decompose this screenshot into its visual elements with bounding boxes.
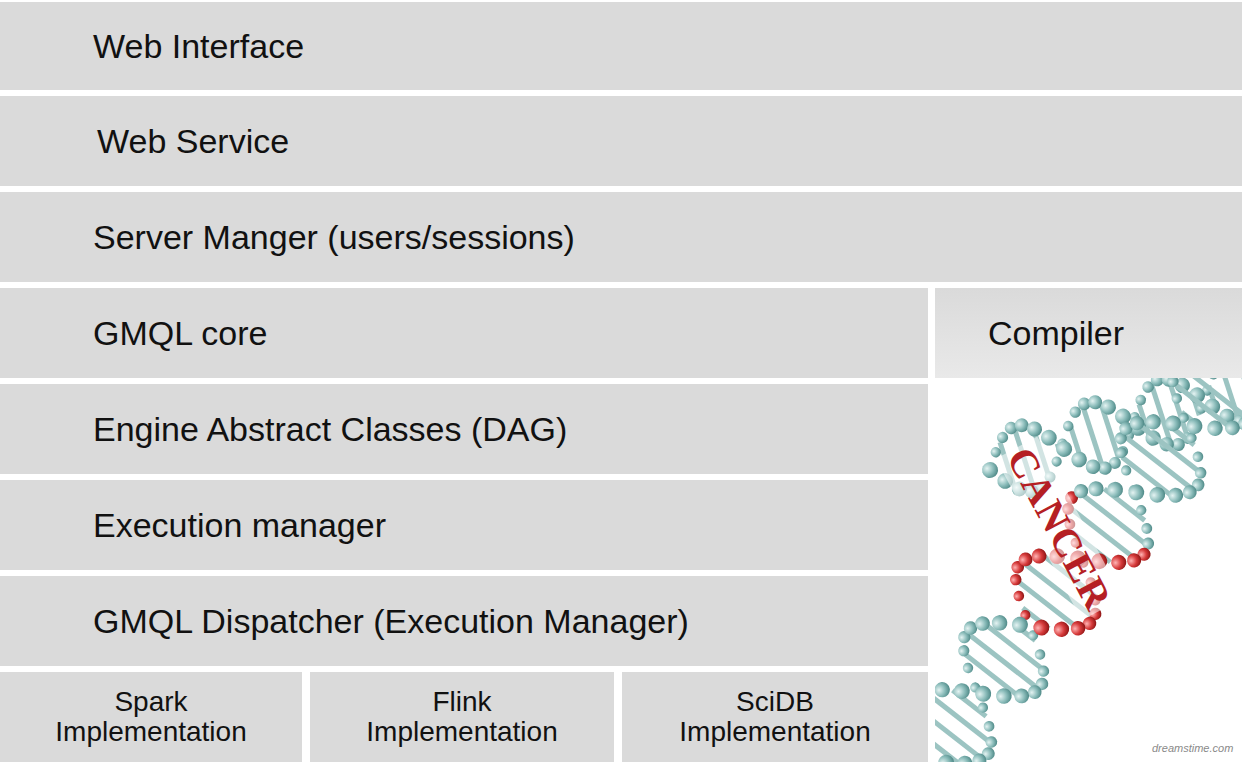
helix-bead	[1008, 572, 1024, 588]
helix-bead	[956, 643, 972, 659]
helix-bead	[1193, 465, 1209, 481]
helix-bead	[1207, 378, 1221, 381]
helix-bead	[1071, 481, 1091, 501]
helix-bead	[935, 751, 957, 762]
helix-bead	[1009, 614, 1031, 636]
watermark: dreamstime.com	[1150, 742, 1235, 754]
helix-bead	[1085, 478, 1106, 499]
helix-bead	[1183, 415, 1205, 437]
helix-bead	[1062, 419, 1075, 432]
helix-bead	[1125, 481, 1147, 503]
helix-bead	[961, 661, 976, 676]
helix-bead	[1142, 411, 1164, 433]
helix-bead	[970, 751, 990, 762]
layer-label: Server Manger (users/sessions)	[93, 217, 575, 258]
helix-bead	[1036, 663, 1052, 679]
layer-label: Web Interface	[93, 26, 304, 67]
helix-bead	[1114, 445, 1129, 460]
helix-bead	[1162, 412, 1184, 434]
helix-bead	[983, 734, 999, 750]
helix-bead	[1204, 417, 1226, 439]
helix-bead	[982, 719, 997, 734]
helix-bead	[1165, 378, 1181, 389]
helix-bead	[1134, 503, 1148, 517]
helix-bead	[1124, 550, 1144, 570]
helix-rung	[1122, 434, 1193, 490]
helix-bead	[1119, 463, 1133, 477]
helix-bead	[1190, 449, 1205, 464]
helix-bead	[1030, 616, 1052, 638]
helix-bead	[1180, 482, 1200, 502]
layer-label: Engine Abstract Classes (DAG)	[93, 409, 567, 450]
helix-bead	[1051, 618, 1073, 640]
layer-band: Server Manger (users/sessions)	[0, 192, 1242, 282]
helix-bead	[972, 613, 993, 634]
helix-bead	[1222, 417, 1242, 438]
helix-rung	[1177, 378, 1242, 420]
helix-bead	[989, 612, 1011, 634]
layer-band: Execution manager	[0, 480, 928, 570]
implementation-box: SciDB Implementation	[622, 672, 928, 762]
layer-label: Web Service	[97, 121, 289, 162]
helix-bead	[1069, 450, 1089, 470]
helix-bead	[976, 700, 990, 714]
helix-rung	[964, 654, 1018, 697]
layer-band: Web Interface	[0, 2, 1242, 90]
helix-bead	[1169, 391, 1184, 406]
helix-bead	[1165, 485, 1186, 506]
layer-band: Engine Abstract Classes (DAG)	[0, 384, 928, 474]
helix-bead	[1016, 550, 1035, 569]
layer-label: Compiler	[988, 313, 1124, 354]
layer-band: GMQL core	[0, 288, 928, 378]
helix-bead	[935, 749, 936, 762]
helix-bead	[951, 680, 973, 702]
dna-helices	[935, 378, 1242, 762]
implementation-box: Flink Implementation	[310, 672, 614, 762]
helix-bead	[1099, 398, 1118, 417]
helix-bead	[1068, 618, 1088, 638]
layer-band: GMQL Dispatcher (Execution Manager)	[0, 576, 928, 666]
helix-bead	[1146, 484, 1168, 506]
implementation-box: Spark Implementation	[0, 672, 302, 762]
layer-label: GMQL core	[93, 313, 267, 354]
helix-bead	[972, 683, 994, 705]
implementation-label: Spark Implementation	[35, 687, 267, 747]
helix-bead	[1011, 686, 1032, 707]
helix-bead	[1139, 521, 1154, 536]
helix-bead	[1134, 393, 1147, 406]
compiler-box: Compiler	[935, 288, 1242, 378]
helix-bead	[935, 679, 953, 700]
helix-bead	[1108, 552, 1129, 573]
implementation-label: SciDB Implementation	[659, 687, 891, 747]
illustration-panel	[935, 378, 1242, 762]
helix-bead	[1104, 479, 1126, 501]
helix-bead	[980, 460, 1000, 480]
helix-bead	[1127, 413, 1147, 433]
layer-label: Execution manager	[93, 505, 386, 546]
helix-bead	[1025, 420, 1044, 439]
helix-bead	[1011, 589, 1026, 604]
helix-bead	[954, 753, 975, 762]
implementation-label: Flink Implementation	[346, 687, 578, 747]
helix-rung	[1173, 383, 1231, 428]
helix	[935, 378, 1242, 762]
layer-band: Web Service	[0, 96, 1242, 186]
helix-bead	[993, 685, 1015, 707]
layer-label: GMQL Dispatcher (Execution Manager)	[93, 601, 689, 642]
helix-bead	[1054, 439, 1074, 459]
helix-bead	[1033, 647, 1048, 662]
